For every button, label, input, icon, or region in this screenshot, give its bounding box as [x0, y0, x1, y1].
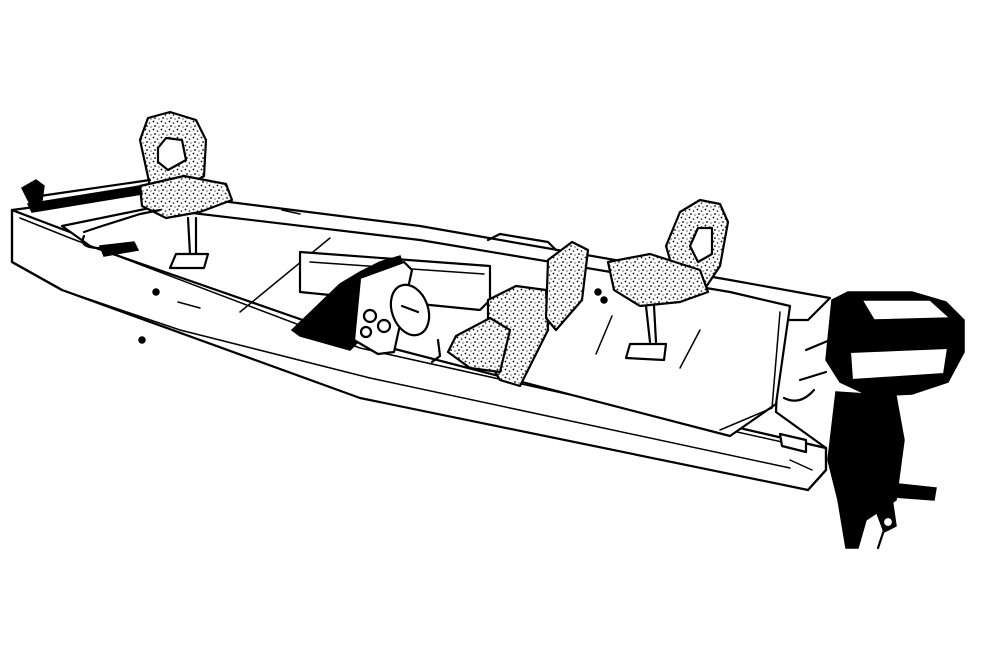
console — [290, 255, 442, 364]
trolling-motor — [21, 178, 162, 257]
driver-seat — [446, 240, 590, 388]
rear-seat — [606, 198, 730, 362]
front-seat — [138, 110, 234, 270]
outboard-motor — [778, 291, 965, 550]
